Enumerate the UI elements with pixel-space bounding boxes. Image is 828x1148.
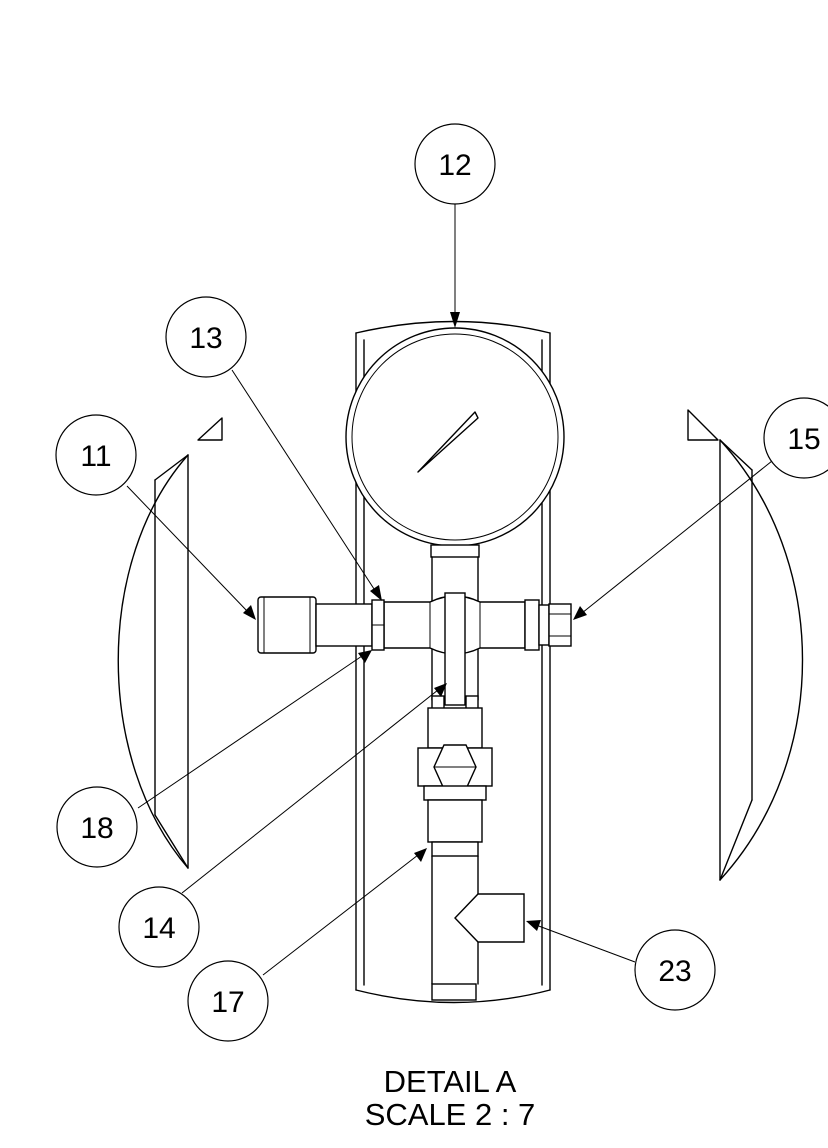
right-section-arc	[687, 409, 804, 881]
pressure-gauge	[345, 327, 565, 558]
balloon-13: 13	[165, 296, 247, 378]
detail-title: DETAIL A	[383, 1064, 517, 1099]
balloon-label: 14	[142, 912, 175, 945]
balloon-label: 12	[438, 149, 471, 182]
balloon-label: 23	[658, 955, 691, 988]
detail-scale: SCALE 2 : 7	[364, 1097, 536, 1132]
right-fitting	[524, 599, 572, 651]
balloon-label: 18	[80, 812, 113, 845]
balloon-23: 23	[634, 929, 716, 1011]
valve-assembly	[417, 695, 493, 857]
balloon-17: 17	[187, 960, 269, 1042]
balloon-11: 11	[55, 414, 137, 496]
balloon-label: 13	[189, 322, 222, 355]
cross-fitting	[383, 592, 526, 706]
balloon-12: 12	[414, 123, 496, 205]
balloon-15: 15	[763, 397, 828, 479]
left-adapter	[257, 596, 385, 654]
balloon-14: 14	[118, 886, 200, 968]
lower-pipe-tee	[431, 855, 525, 1001]
balloon-label: 11	[80, 440, 111, 473]
balloon-label: 15	[787, 423, 820, 456]
balloon-18: 18	[56, 786, 138, 868]
balloon-label: 17	[211, 986, 244, 1019]
left-section-arc	[117, 417, 223, 869]
leader-lines	[126, 203, 773, 976]
